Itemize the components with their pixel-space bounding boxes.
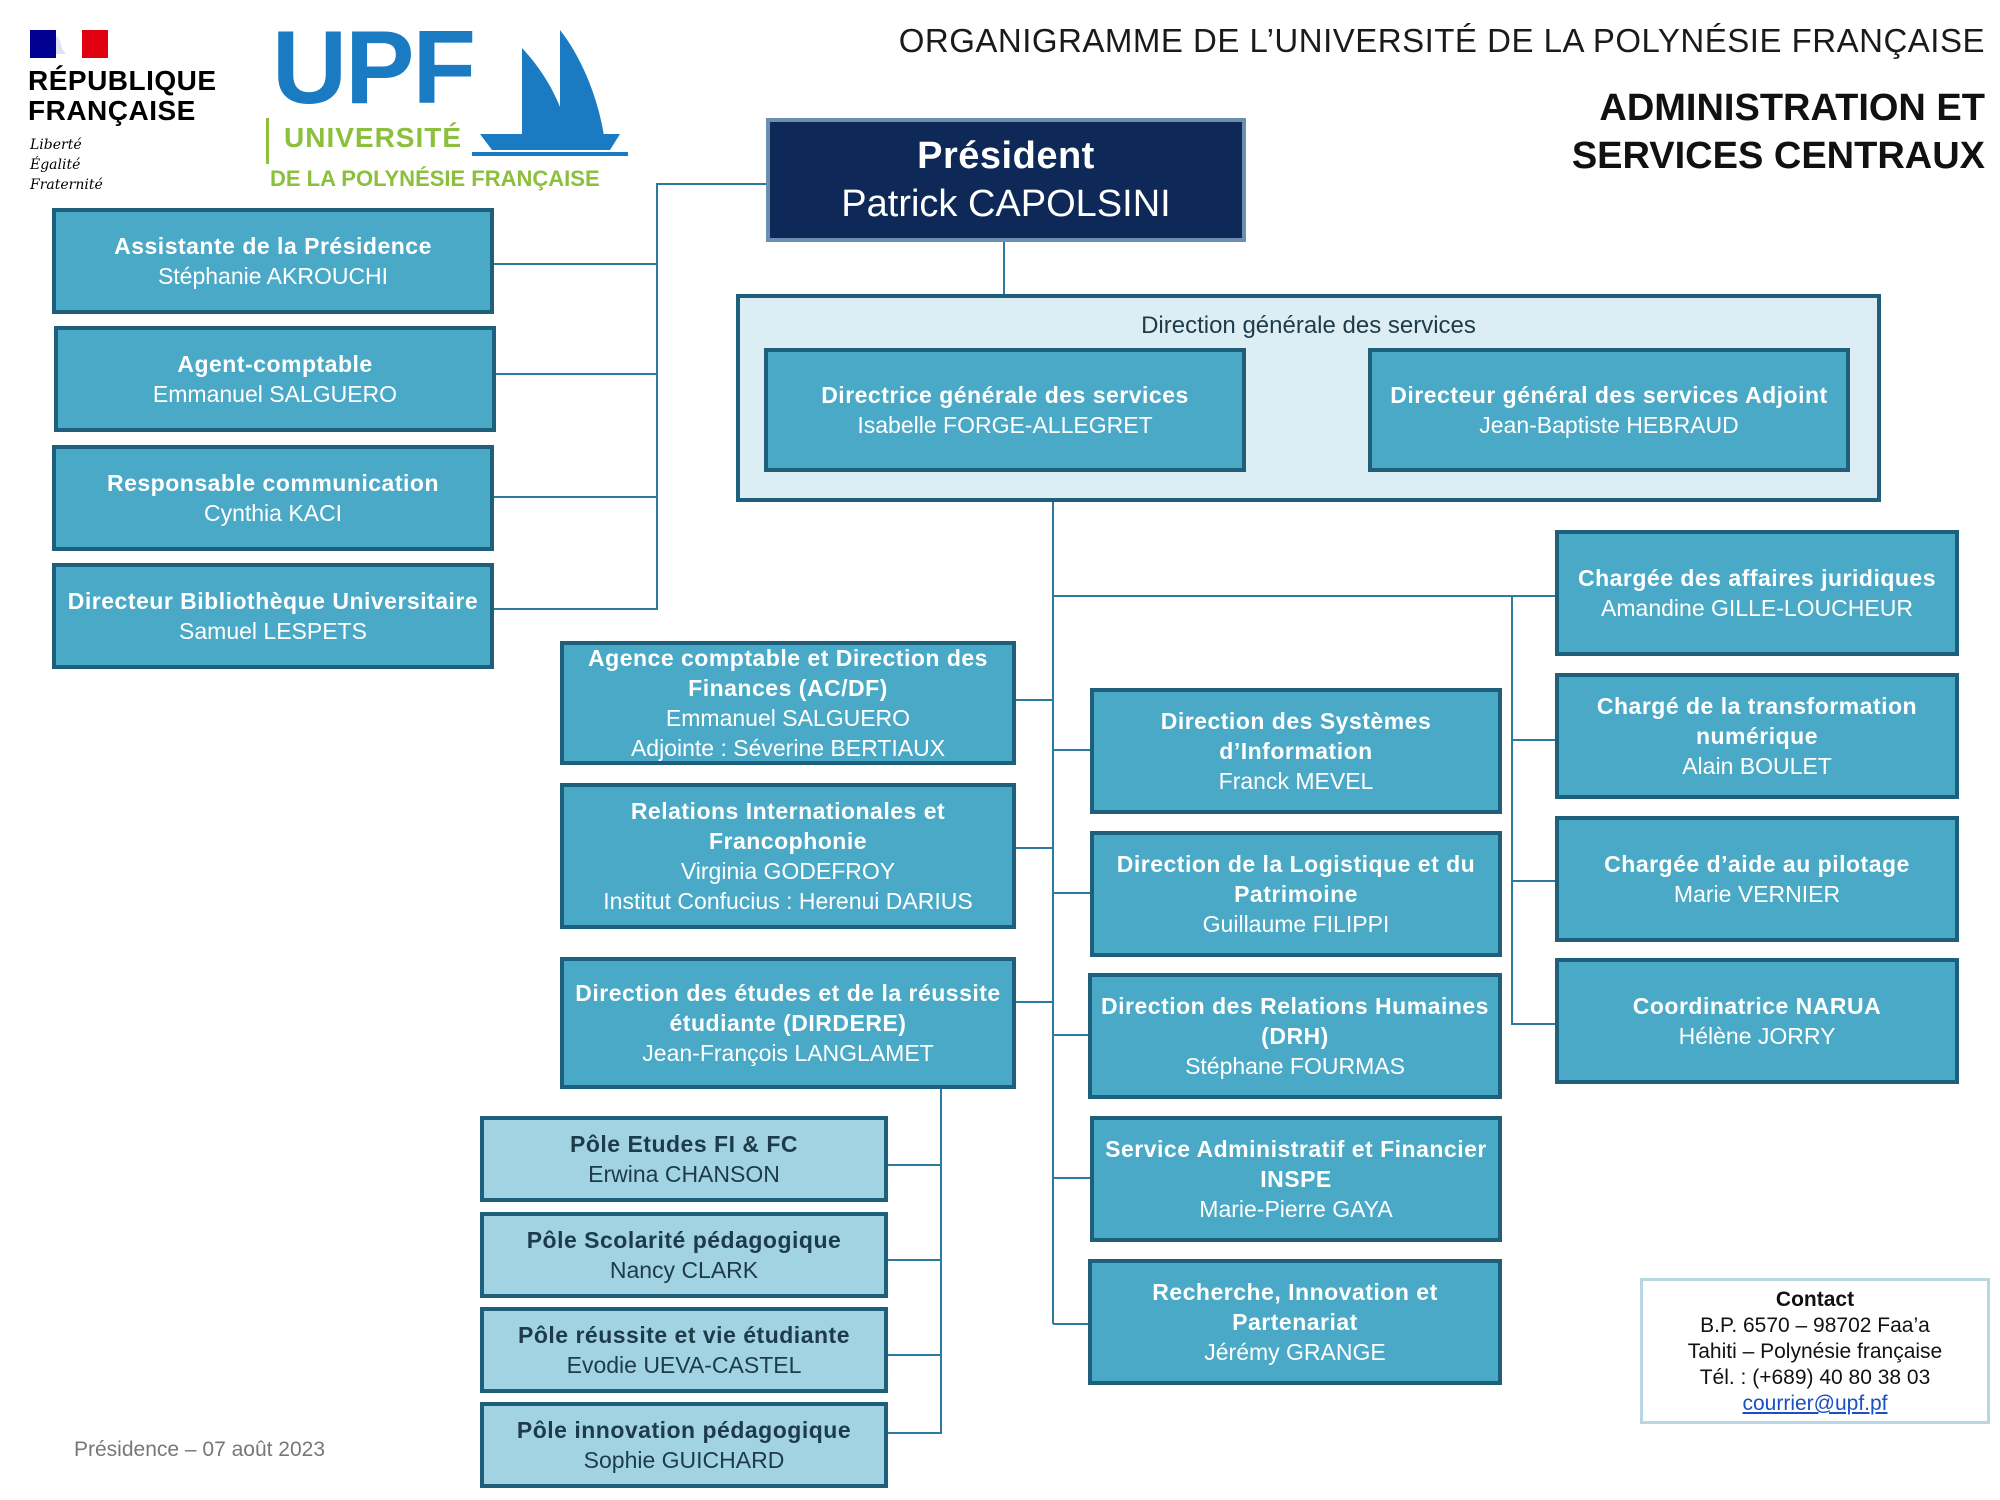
mid-box-extra: Institut Confucius : Herenui DARIUS [603, 888, 973, 914]
right-box-numerique: Chargé de la transformation numérique Al… [1555, 673, 1959, 799]
rf-line1: RÉPUBLIQUE [28, 65, 217, 96]
pole-title: Pôle réussite et vie étudiante [517, 1322, 850, 1348]
center-box-recherche: Recherche, Innovation et Partenariat Jér… [1088, 1259, 1502, 1385]
left-box-agent-comptable: Agent-comptable Emmanuel SALGUERO [54, 326, 496, 432]
president-title: Président [917, 135, 1095, 177]
mid-box-relations-internationales: Relations Internationales et Francophoni… [560, 783, 1016, 929]
pole-name: Sophie GUICHARD [583, 1447, 785, 1473]
connector-president-left [490, 183, 768, 610]
upf-logo-text: UPF [272, 10, 476, 126]
center-box-title: Direction des Relations Humaines (DRH) [1101, 993, 1489, 1049]
dgs-directrice-title: Directrice générale des services [821, 382, 1189, 408]
left-box-name: Emmanuel SALGUERO [152, 381, 398, 407]
left-box-assistante: Assistante de la Présidence Stéphanie AK… [52, 208, 494, 314]
mid-box-title: Relations Internationales et Francophoni… [630, 798, 946, 854]
right-box-name: Alain BOULET [1682, 753, 1832, 779]
left-box-name: Samuel LESPETS [179, 618, 367, 644]
dgs-adjoint-box: Directeur général des services Adjoint J… [1368, 348, 1850, 472]
upf-universite: UNIVERSITÉ [284, 122, 463, 153]
footer-date: Présidence – 07 août 2023 [74, 1438, 326, 1461]
right-box-juridique: Chargée des affaires juridiques Amandine… [1555, 530, 1959, 656]
pole-box-innovation: Pôle innovation pédagogique Sophie GUICH… [480, 1402, 888, 1488]
dgs-label: Direction générale des services [1141, 312, 1476, 339]
mid-box-name: Jean-François LANGLAMET [642, 1040, 934, 1066]
contact-line1: B.P. 6570 – 98702 Faa’a [1700, 1314, 1930, 1337]
mid-box-dirdere: Direction des études et de la réussite é… [560, 957, 1016, 1089]
dgs-adjoint-title: Directeur général des services Adjoint [1390, 382, 1828, 408]
center-box-dsi: Direction des Systèmes d’Information Fra… [1090, 688, 1502, 814]
right-box-title: Coordinatrice NARUA [1632, 993, 1882, 1019]
center-box-logistique: Direction de la Logistique et du Patrimo… [1090, 831, 1502, 957]
contact-heading: Contact [1775, 1288, 1855, 1311]
left-box-name: Stéphanie AKROUCHI [157, 263, 389, 289]
left-box-title: Agent-comptable [177, 351, 373, 377]
connector-right-vertical [1511, 596, 1557, 1025]
rf-motto-3: Fraternité [30, 177, 103, 193]
republique-francaise-logo: RÉPUBLIQUE FRANÇAISE [28, 66, 217, 126]
dgs-directrice-box: Directrice générale des services Isabell… [764, 348, 1246, 472]
right-box-narua: Coordinatrice NARUA Hélène JORRY [1555, 958, 1959, 1084]
center-box-title: Service Administratif et Financier INSPE [1105, 1136, 1487, 1192]
left-box-title: Directeur Bibliothèque Universitaire [67, 588, 479, 614]
right-box-name: Amandine GILLE-LOUCHEUR [1601, 595, 1913, 621]
contact-email-link[interactable]: courrier@upf.pf [1742, 1392, 1888, 1415]
contact-line3: Tél. : (+689) 40 80 38 03 [1699, 1366, 1931, 1389]
center-box-name: Franck MEVEL [1218, 768, 1374, 794]
page-subtitle-line2: SERVICES CENTRAUX [1571, 135, 1985, 177]
center-box-name: Guillaume FILIPPI [1202, 911, 1390, 937]
upf-logo-line [266, 118, 269, 164]
connector-dirdere-poles [886, 1089, 942, 1434]
contact-box: Contact B.P. 6570 – 98702 Faa’a Tahiti –… [1640, 1278, 1990, 1424]
right-box-name: Hélène JORRY [1678, 1023, 1836, 1049]
center-box-drh: Direction des Relations Humaines (DRH) S… [1088, 973, 1502, 1099]
pole-title: Pôle innovation pédagogique [516, 1417, 852, 1443]
rf-motto: Liberté Égalité Fraternité [30, 135, 103, 195]
right-box-pilotage: Chargée d’aide au pilotage Marie VERNIER [1555, 816, 1959, 942]
mid-box-name: Emmanuel SALGUERO [665, 705, 911, 731]
mid-box-title: Agence comptable et Direction des Financ… [588, 645, 988, 701]
left-box-title: Responsable communication [106, 470, 439, 496]
pole-box-scolarite: Pôle Scolarité pédagogique Nancy CLARK [480, 1212, 888, 1298]
left-box-title: Assistante de la Présidence [114, 233, 432, 259]
page-subtitle-line1: ADMINISTRATION ET [1599, 87, 1985, 129]
republique-francaise-flag-icon [30, 30, 108, 58]
right-box-title: Chargée d’aide au pilotage [1604, 851, 1910, 877]
pole-box-reussite: Pôle réussite et vie étudiante Evodie UE… [480, 1307, 888, 1393]
pole-name: Erwina CHANSON [588, 1161, 780, 1187]
right-box-name: Marie VERNIER [1673, 881, 1841, 907]
left-box-name: Cynthia KACI [203, 500, 343, 526]
mid-box-acdf: Agence comptable et Direction des Financ… [560, 641, 1016, 765]
center-box-title: Direction des Systèmes d’Information [1160, 708, 1432, 764]
center-box-name: Stéphane FOURMAS [1185, 1053, 1405, 1079]
left-box-bibliotheque: Directeur Bibliothèque Universitaire Sam… [52, 563, 494, 669]
center-box-title: Recherche, Innovation et Partenariat [1152, 1279, 1438, 1335]
pole-name: Evodie UEVA-CASTEL [566, 1352, 802, 1378]
pole-title: Pôle Etudes FI & FC [569, 1131, 799, 1157]
mid-box-name: Virginia GODEFROY [680, 858, 896, 884]
upf-canoe-icon [472, 30, 628, 156]
president-box: Président Patrick CAPOLSINI [766, 118, 1246, 242]
president-name: Patrick CAPOLSINI [841, 183, 1171, 225]
dgs-directrice-name: Isabelle FORGE-ALLEGRET [857, 412, 1153, 438]
page-title: ORGANIGRAMME DE L’UNIVERSITÉ DE LA POLYN… [898, 22, 1985, 59]
mid-box-extra: Adjointe : Séverine BERTIAUX [630, 735, 946, 761]
left-box-communication: Responsable communication Cynthia KACI [52, 445, 494, 551]
pole-name: Nancy CLARK [609, 1257, 759, 1283]
rf-motto-1: Liberté [30, 137, 82, 153]
upf-polynesie: DE LA POLYNÉSIE FRANÇAISE [270, 166, 600, 191]
mid-box-title: Direction des études et de la réussite é… [575, 980, 1001, 1036]
rf-motto-2: Égalité [30, 157, 81, 173]
right-box-title: Chargée des affaires juridiques [1577, 565, 1937, 591]
page-subtitle: ADMINISTRATION ET SERVICES CENTRAUX [1400, 84, 1985, 180]
pole-box-etudes: Pôle Etudes FI & FC Erwina CHANSON [480, 1116, 888, 1202]
center-box-name: Jérémy GRANGE [1204, 1339, 1386, 1365]
center-box-inspe: Service Administratif et Financier INSPE… [1090, 1116, 1502, 1242]
pole-title: Pôle Scolarité pédagogique [526, 1227, 842, 1253]
dgs-adjoint-name: Jean-Baptiste HEBRAUD [1479, 412, 1739, 438]
rf-line2: FRANÇAISE [28, 95, 196, 126]
center-box-title: Direction de la Logistique et du Patrimo… [1116, 851, 1476, 907]
center-box-name: Marie-Pierre GAYA [1199, 1196, 1393, 1222]
contact-line2: Tahiti – Polynésie française [1687, 1340, 1943, 1363]
right-box-title: Chargé de la transformation numérique [1596, 693, 1918, 749]
